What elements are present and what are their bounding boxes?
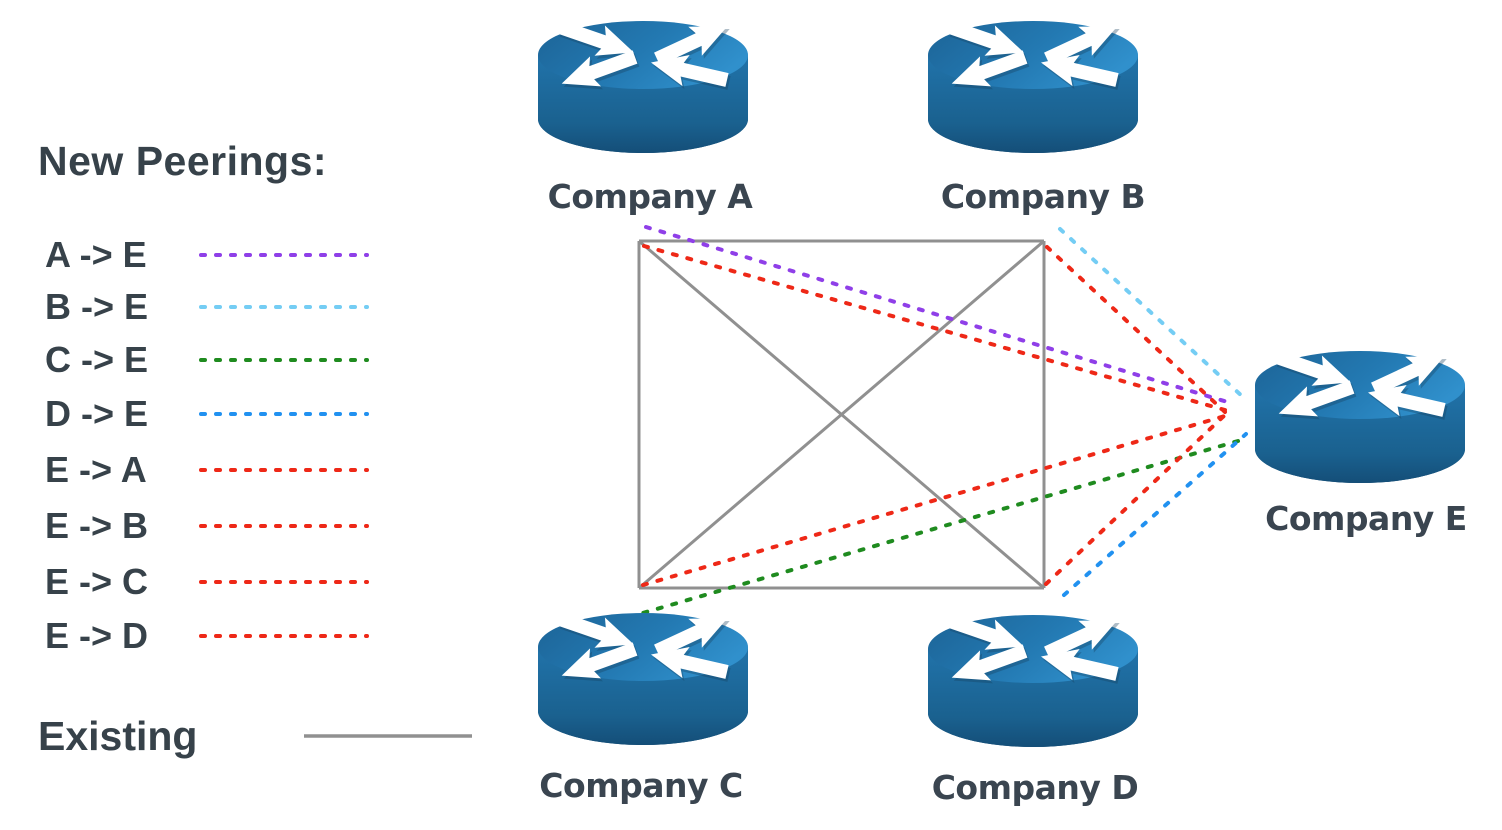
legend-item-d-e: D -> E: [45, 392, 445, 436]
router-icon-company-a: [538, 12, 748, 153]
edge-e-to-c: [641, 414, 1227, 587]
edge-e-to-d: [1044, 412, 1228, 586]
mesh-edge-b-c: [638, 239, 1045, 590]
edge-b-to-e: [1058, 227, 1245, 399]
legend-item-e-d: E -> D: [45, 614, 445, 658]
legend-swatch-b-e: [199, 305, 369, 309]
edge-d-to-e: [1062, 432, 1248, 597]
node-label-company-b: Company B: [940, 177, 1146, 216]
legend-item-e-b: E -> B: [45, 504, 445, 548]
legend-existing-label: Existing: [38, 712, 198, 759]
legend-item-label: A -> E: [45, 234, 147, 275]
router-icon-company-e: [1255, 342, 1465, 483]
node-label-company-a: Company A: [547, 177, 753, 216]
legend-swatch-existing: [304, 734, 472, 738]
node-label-company-d: Company D: [931, 768, 1139, 807]
edge-c-to-e: [627, 439, 1240, 619]
legend-swatch-a-e: [199, 253, 369, 257]
legend-item-label: D -> E: [45, 393, 149, 434]
legend-item-e-c: E -> C: [45, 560, 445, 604]
legend-swatch-e-c: [199, 580, 369, 584]
legend-swatch-c-e: [199, 358, 369, 362]
legend-swatch-e-d: [199, 634, 369, 638]
legend-item-label: C -> E: [45, 339, 149, 380]
edge-e-to-a: [642, 244, 1227, 412]
legend-swatch-d-e: [199, 412, 369, 416]
router-icon-company-d: [928, 606, 1138, 747]
legend-item-label: E -> A: [45, 449, 147, 490]
legend-item-label: E -> D: [45, 615, 149, 656]
router-icon-company-c: [538, 604, 748, 745]
legend-item-c-e: C -> E: [45, 338, 445, 382]
legend-item-label: E -> B: [45, 505, 149, 546]
edge-a-to-e: [644, 225, 1236, 406]
legend-item-b-e: B -> E: [45, 285, 445, 329]
node-label-company-c: Company C: [539, 766, 743, 805]
legend-swatch-e-a: [199, 468, 369, 472]
legend-item-e-a: E -> A: [45, 448, 445, 492]
legend-swatch-e-b: [199, 524, 369, 528]
edge-e-to-b: [1045, 245, 1227, 414]
legend-item-label: B -> E: [45, 286, 149, 327]
node-label-company-e: Company E: [1265, 499, 1467, 538]
legend-item-a-e: A -> E: [45, 233, 445, 277]
legend-title: New Peerings:: [38, 138, 328, 184]
legend-item-existing: Existing: [38, 710, 508, 762]
router-icon-company-b: [928, 12, 1138, 153]
new-peerings-edges: [627, 225, 1248, 619]
legend-item-label: E -> C: [45, 561, 149, 602]
existing-mesh: [637, 239, 1046, 590]
